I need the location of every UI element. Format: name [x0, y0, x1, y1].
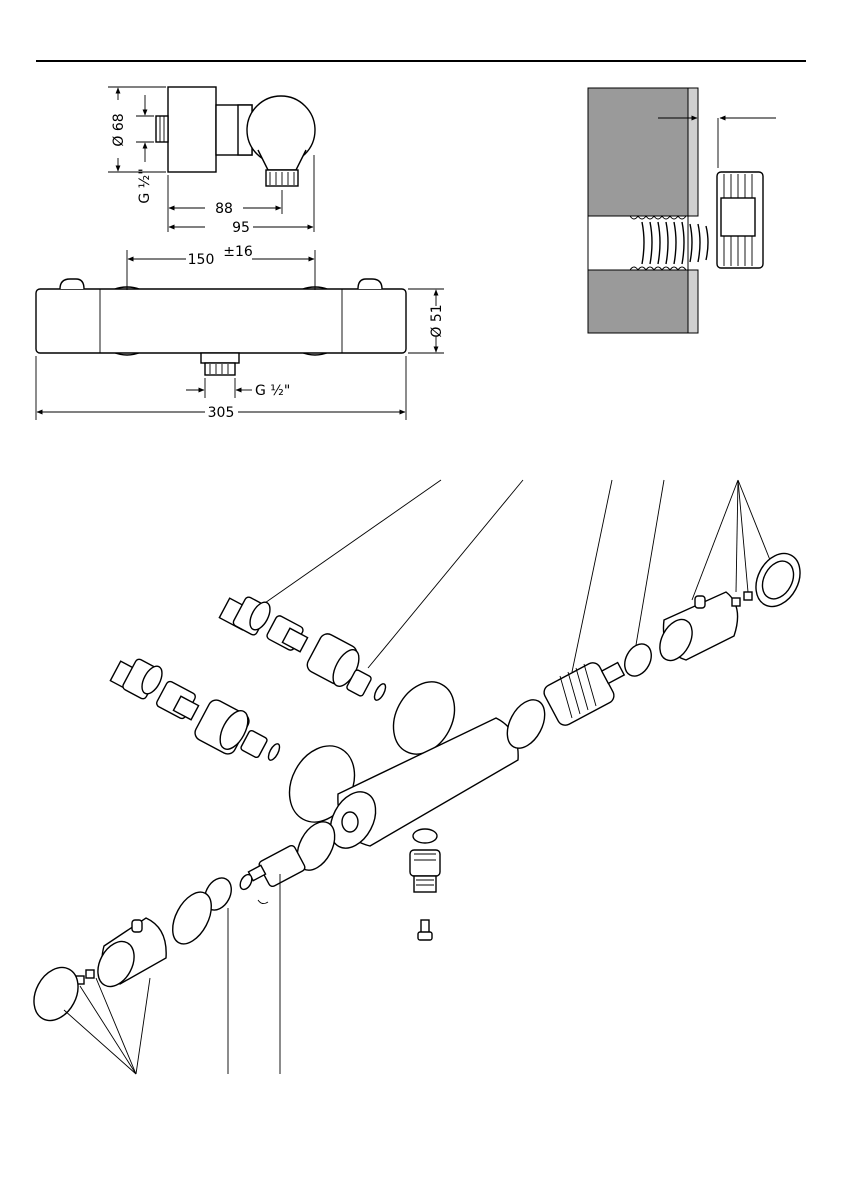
lower-inlet-fitting — [110, 658, 281, 762]
check-valve-cartridge — [248, 844, 306, 903]
dim-side-depth-long: 95 — [232, 220, 250, 236]
dim-outlet-thread: G ½" — [255, 383, 290, 399]
connection-nut — [717, 172, 763, 268]
exploded-view — [25, 480, 809, 1074]
dim-center-distance: 150 — [188, 252, 215, 268]
thermostat-cartridge — [541, 660, 624, 728]
dim-body-diameter: Ø 51 — [429, 304, 445, 337]
right-adapter-ring — [619, 639, 656, 680]
upper-inlet-fitting — [219, 596, 387, 702]
dim-overall-length: 305 — [208, 405, 235, 421]
dim-side-diameter: Ø 68 — [111, 113, 127, 146]
dim-side-depth-short: 88 — [215, 201, 233, 217]
dim-side-thread: G ½" — [137, 168, 153, 203]
right-cap — [747, 546, 809, 614]
side-view — [108, 87, 315, 232]
front-view — [36, 250, 444, 420]
outlet-parts — [410, 829, 440, 940]
wall-detail — [588, 88, 776, 333]
left-cap — [25, 960, 87, 1028]
left-handle — [76, 918, 166, 993]
right-handle — [653, 592, 752, 666]
dim-center-tolerance: ±16 — [223, 244, 253, 260]
